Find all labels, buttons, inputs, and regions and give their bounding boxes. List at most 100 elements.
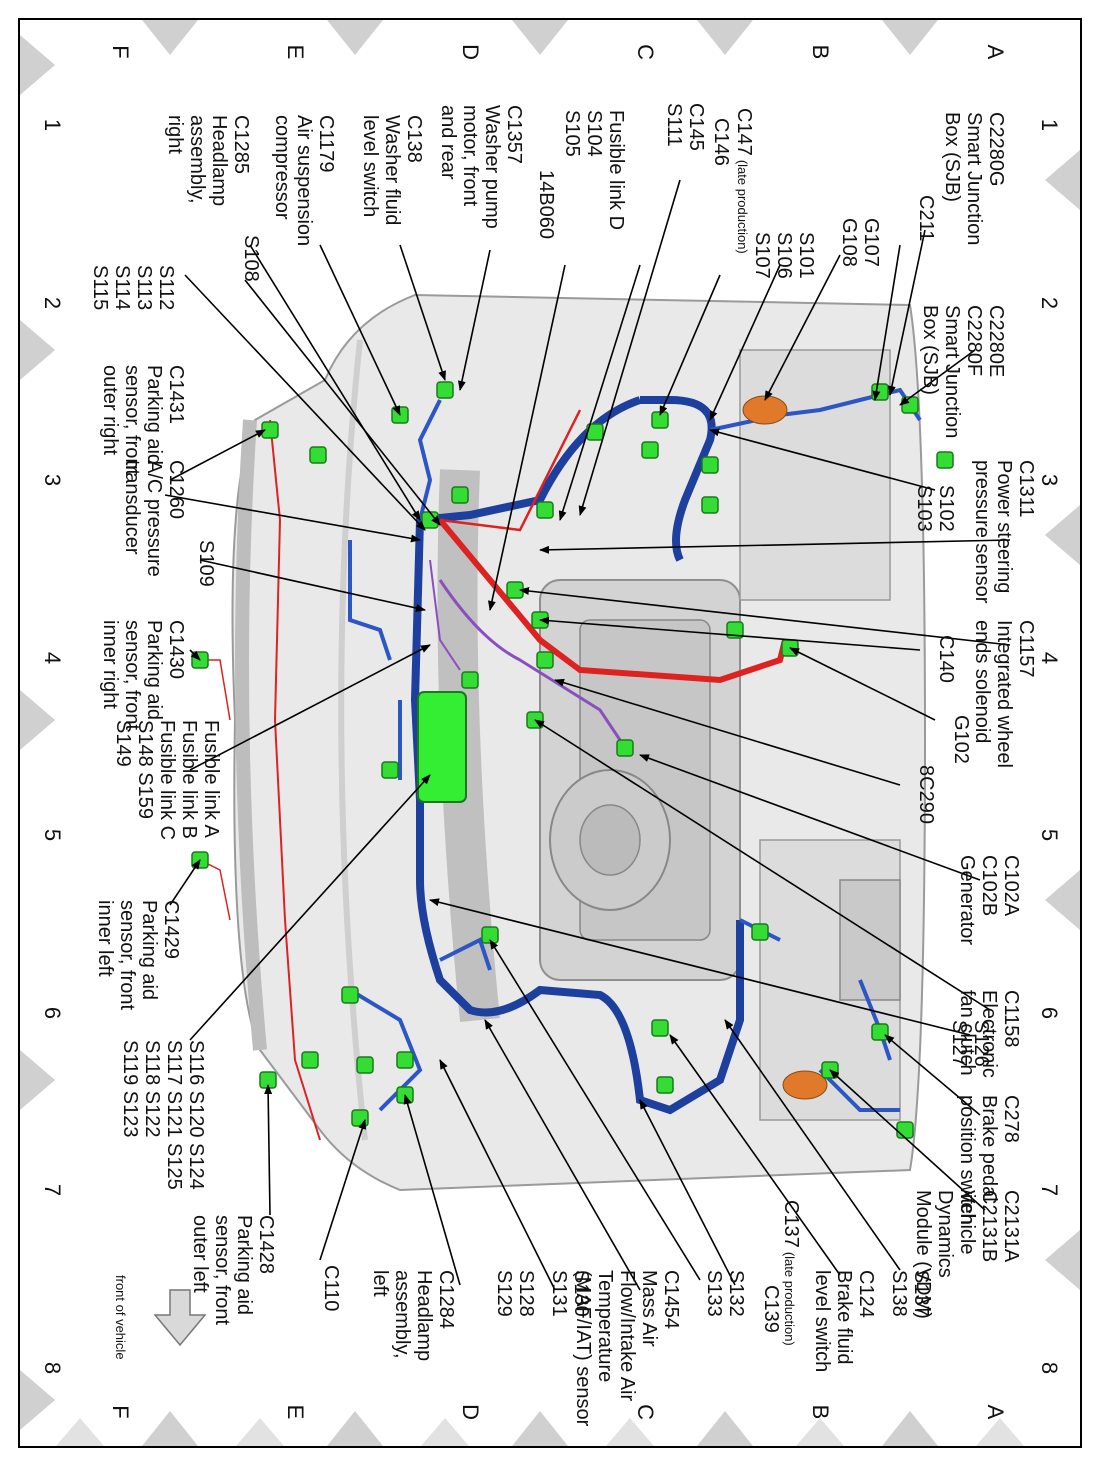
leader-line: [484, 1019, 641, 1291]
wire-harness: [348, 387, 922, 1115]
chevron-mark: [1045, 150, 1080, 210]
chevron-mark: [882, 20, 938, 55]
grid-col-label: 1: [40, 119, 65, 131]
callout-c2280g: C2280GSmart JunctionBox (SJB): [941, 112, 1007, 245]
connector-mark: [726, 621, 744, 639]
callout-c2280e: C2280EC2280FSmart JunctionBox (SJB): [919, 305, 1007, 438]
leader-line: [184, 274, 426, 531]
connector-mark: [641, 441, 659, 459]
callout-c8290: 8C290: [915, 765, 937, 824]
leader-line: [403, 1094, 461, 1286]
leader-line: [829, 1069, 986, 1211]
connector-mark: [309, 446, 327, 464]
grid-row-label: F: [108, 1405, 133, 1418]
grid-col-label: 8: [40, 1362, 65, 1374]
callout-s109: S109: [195, 540, 217, 587]
callout-c1357: C1357Washer pumpmotor, frontand rear: [437, 105, 525, 229]
leader-line: [887, 229, 926, 396]
chevron-mark: [697, 20, 753, 55]
leader-line: [534, 719, 991, 1011]
grid-row-label: D: [458, 1404, 483, 1420]
ground-eyelets: [742, 395, 828, 1100]
callout-c1454: C1454Mass AirFlow/Intake AirTemperature(…: [572, 1270, 682, 1427]
connector-mark: [341, 986, 359, 1004]
callout-c1428: C1428Parking aidsensor, frontouter left: [189, 1215, 277, 1326]
chevron-mark: [512, 1411, 568, 1446]
callout-c1431: C1431Parking aidsensor, frontouter right: [99, 365, 187, 476]
connector-mark: [536, 501, 554, 519]
leader-line: [724, 1019, 901, 1271]
chevron-mark: [142, 20, 198, 55]
grid-row-label: B: [808, 45, 833, 60]
callout-c1285: C1285Headlampassembly,right: [164, 115, 252, 206]
chevron-mark: [327, 20, 383, 55]
callout-s116: S116 S120 S124S117 S121 S125S118 S122S11…: [119, 1040, 207, 1190]
leader-line: [489, 939, 701, 1281]
leader-line: [764, 254, 841, 401]
grid-row-label: B: [808, 1405, 833, 1420]
grid-col-label: 6: [40, 1007, 65, 1019]
leader-line: [659, 274, 721, 416]
leader-line: [899, 349, 976, 406]
chevron-mark: [20, 690, 55, 750]
callout-c145: C145S111: [663, 103, 707, 151]
connector-mark: [381, 761, 399, 779]
callout-c1430: C1430Parking aidsensor, frontinner right: [99, 620, 187, 731]
chevron-mark: [20, 35, 55, 95]
leader-line: [189, 774, 431, 1041]
callout-s128: S128S129: [493, 1270, 537, 1317]
grid-row-label: C: [633, 44, 658, 60]
callout-labels: C2280GSmart JunctionBox (SJB)C211G107G10…: [89, 103, 1037, 1427]
callout-c140: C140: [935, 635, 957, 683]
connector-mark: [871, 1023, 889, 1041]
callout-s137: S137S138: [888, 1270, 932, 1317]
connector-mark: [616, 739, 634, 757]
leader-line: [789, 647, 936, 721]
leader-line: [199, 559, 426, 612]
connector-mark: [396, 1051, 414, 1069]
connector-mark: [436, 381, 454, 399]
callout-c1311: C1311Power steeringpressure sensor: [971, 460, 1037, 604]
connector-mark: [656, 1076, 674, 1094]
callout-c1158: C1158Electronicfan clutch: [956, 990, 1022, 1078]
leader-line: [429, 898, 971, 1036]
grid-row-label: C: [633, 1404, 658, 1420]
leader-line: [488, 264, 566, 611]
callout-fusible_d: Fusible link DS104S105: [561, 110, 627, 230]
grid-col-label: 5: [40, 829, 65, 841]
callout-c1429: C1429Parking aidsensor, frontinner left: [94, 900, 182, 1011]
leader-line: [872, 244, 901, 401]
grid-col-label: 7: [1037, 1184, 1062, 1196]
chevron-mark: [327, 1411, 383, 1446]
vehicle-body: [231, 293, 927, 1192]
leader-line: [244, 279, 441, 526]
chevron-mark: [796, 1418, 844, 1446]
grid-col-label: 3: [1037, 474, 1062, 486]
connector-mark: [651, 1019, 669, 1037]
leader-line: [709, 264, 781, 421]
power-wires: [199, 409, 788, 1141]
chevron-mark: [421, 1418, 469, 1446]
chevron-mark: [142, 1411, 198, 1446]
chevron-mark: [1045, 870, 1080, 930]
connector-mark: [896, 1121, 914, 1139]
grid-row-label: E: [283, 45, 308, 60]
leader-line: [709, 428, 936, 491]
connector-mark: [871, 383, 889, 401]
connector-mark: [936, 451, 954, 469]
grid-row-label: E: [283, 1405, 308, 1420]
callout-c1260: C1260A/C pressuretransducer: [121, 460, 187, 577]
grid-col-label: 4: [40, 652, 65, 664]
grid-col-label: 2: [1037, 297, 1062, 309]
callout-s108: S108: [240, 235, 262, 282]
leader-line: [189, 649, 201, 661]
callout-s126: S126S127: [948, 1020, 992, 1067]
connector-mark: [701, 496, 719, 514]
callout-c139: C139: [760, 1285, 782, 1333]
connector-mark: [901, 396, 919, 414]
callout-c138: C138Washer fluidlevel switch: [359, 115, 425, 225]
callout-s101: S101S106S107: [751, 232, 817, 279]
grid-col-label: 3: [40, 474, 65, 486]
leader-line: [639, 1099, 736, 1286]
